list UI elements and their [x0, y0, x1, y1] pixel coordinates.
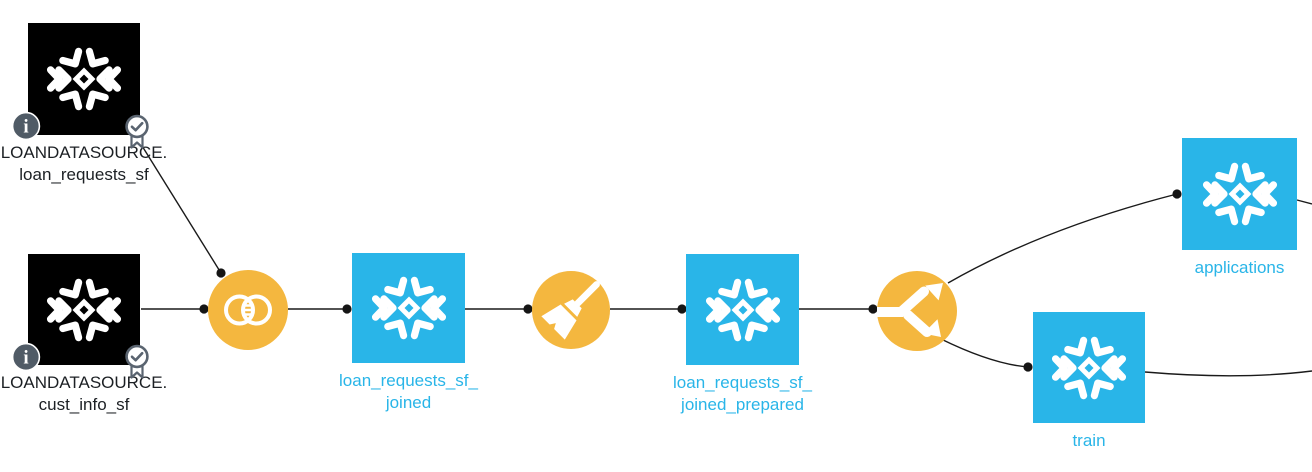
node-loan-requests-sf-joined-prepared: loan_requests_sf_ joined_prepared: [673, 254, 812, 414]
dataset-label: applications: [1195, 257, 1285, 279]
snowflake-icon: [371, 270, 447, 346]
dataset-loan-requests-sf-joined-prepared[interactable]: [686, 254, 799, 365]
dataset-applications[interactable]: [1182, 138, 1297, 250]
dataset-cust-info-sf[interactable]: [28, 254, 140, 365]
certified-badge-icon: [122, 343, 152, 381]
dataset-label-line1: train: [1072, 431, 1106, 450]
snowflake-icon: [1202, 156, 1278, 232]
split-recipe-node[interactable]: [877, 271, 957, 351]
dataset-label: loan_requests_sf_ joined_prepared: [673, 372, 812, 416]
split-icon: [877, 271, 957, 351]
dataset-label-line2: cust_info_sf: [38, 395, 130, 414]
snowflake-icon: [46, 41, 122, 117]
info-icon[interactable]: [11, 342, 41, 372]
certified-badge-icon: [122, 113, 152, 151]
prepare-recipe-node[interactable]: [532, 271, 610, 349]
join-icon: [208, 270, 288, 350]
info-icon[interactable]: [11, 111, 41, 141]
snowflake-icon: [705, 272, 781, 348]
node-train: train: [1033, 312, 1145, 450]
broom-icon: [532, 271, 610, 349]
dataset-loan-requests-sf-joined[interactable]: [352, 253, 465, 363]
dataset-train[interactable]: [1033, 312, 1145, 423]
dataset-label: LOANDATASOURCE. cust_info_sf: [1, 372, 168, 416]
dataset-label: LOANDATASOURCE. loan_requests_sf: [1, 142, 168, 186]
dataset-label: train: [1072, 430, 1105, 452]
dataset-label-line1: loan_requests_sf_: [673, 373, 812, 392]
snowflake-icon: [46, 272, 122, 348]
node-loan-requests-sf-joined: loan_requests_sf_ joined: [339, 253, 478, 412]
dataset-label-line1: LOANDATASOURCE.: [0, 373, 168, 392]
dataset-label-line1: applications: [1194, 258, 1285, 277]
dataset-label-line1: loan_requests_sf_: [339, 371, 478, 390]
dataset-label-line2: joined_prepared: [681, 395, 804, 414]
dataset-label: loan_requests_sf_ joined: [339, 370, 478, 414]
snowflake-icon: [1051, 330, 1127, 406]
dataset-label-line1: LOANDATASOURCE.: [0, 143, 168, 162]
node-loan-requests-sf: LOANDATASOURCE. loan_requests_sf: [1, 23, 167, 184]
node-applications: applications: [1182, 138, 1297, 277]
join-recipe-node[interactable]: [208, 270, 288, 350]
dataset-loan-requests-sf[interactable]: [28, 23, 140, 135]
dataset-label-line2: loan_requests_sf: [19, 165, 149, 184]
node-cust-info-sf: LOANDATASOURCE. cust_info_sf: [1, 254, 167, 414]
dataset-label-line2: joined: [385, 393, 432, 412]
